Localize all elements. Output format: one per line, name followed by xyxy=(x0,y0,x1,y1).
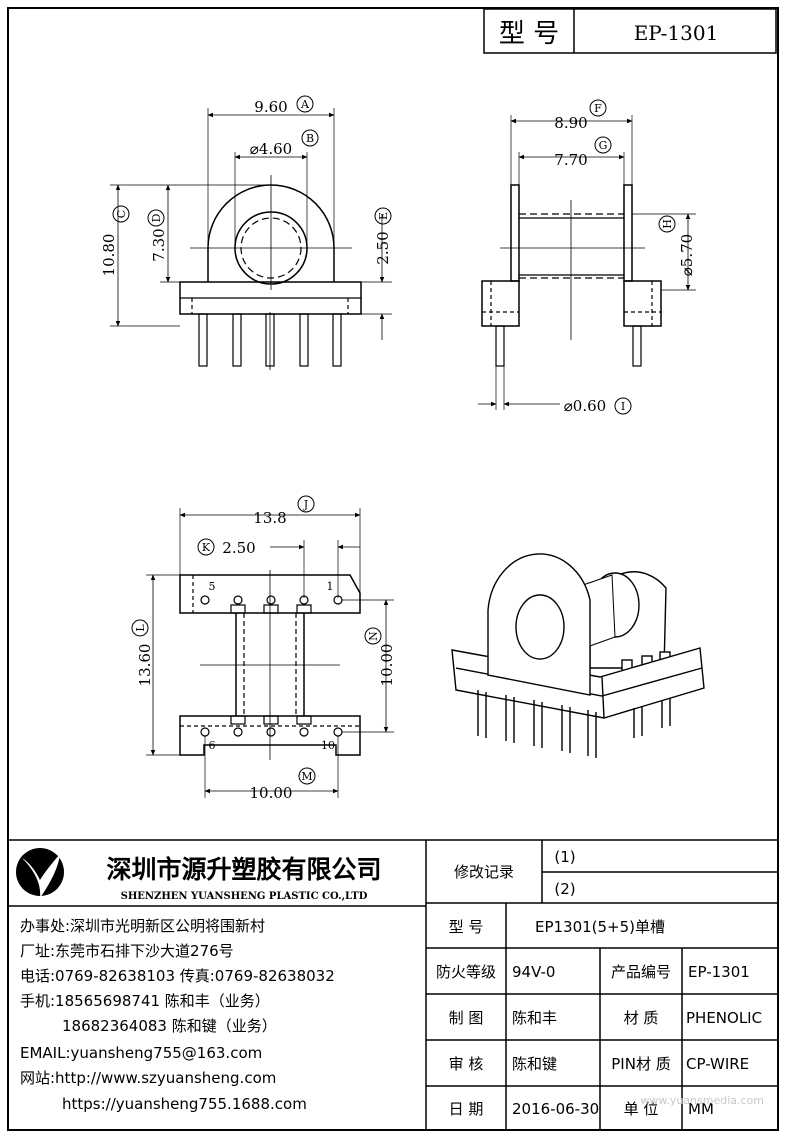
dim-k-label: 2.50 xyxy=(222,539,255,557)
fire-rating-label: 防火等级 xyxy=(436,963,496,981)
pin-label-5: 5 xyxy=(209,580,216,593)
website-2: https://yuansheng755.1688.com xyxy=(62,1095,307,1113)
title-header: 型 号 EP-1301 xyxy=(483,8,777,54)
dim-n-label: 10.00 xyxy=(378,644,396,687)
bottom-view-labels: 13.8 J 2.50 K 13.60 L 10.00 N 10.00 M 5 … xyxy=(134,498,396,802)
dim-h-label: ⌀5.70 xyxy=(678,234,696,276)
dim-e-label: 2.50 xyxy=(374,231,392,264)
pin-material-value: CP-WIRE xyxy=(686,1055,749,1073)
material-label: 材 质 xyxy=(624,1009,659,1027)
side-view xyxy=(478,99,696,415)
dim-a-label: 9.60 xyxy=(254,98,287,116)
spec-table: 修改记录 (1) (2) 型 号 EP1301(5+5)单槽 防火等级 94V-… xyxy=(436,848,762,1118)
marker-h: H xyxy=(661,219,674,229)
company-info: 深圳市源升塑胶有限公司 SHENZHEN YUANSHENG PLASTIC C… xyxy=(20,855,382,1113)
title-block xyxy=(8,839,778,1130)
marker-i: I xyxy=(621,400,625,413)
pin-label-1: 1 xyxy=(327,580,334,593)
front-view xyxy=(110,95,392,370)
marker-b: B xyxy=(306,132,314,145)
drawn-by-label: 制 图 xyxy=(449,1009,484,1027)
dim-b-label: ⌀4.60 xyxy=(250,140,292,158)
material-value: PHENOLIC xyxy=(686,1009,762,1027)
dim-l-label: 13.60 xyxy=(136,644,154,687)
model-value: EP-1301 xyxy=(634,21,719,45)
revision-label: 修改记录 xyxy=(454,863,514,881)
marker-a: A xyxy=(300,98,310,111)
type-label: 型 号 xyxy=(449,918,484,936)
dim-j-label: 13.8 xyxy=(253,509,286,527)
marker-j: J xyxy=(303,498,308,511)
unit-value: MM xyxy=(688,1100,714,1118)
marker-k: K xyxy=(202,541,211,554)
dim-d-label: 7.30 xyxy=(150,228,168,261)
revision-1: (1) xyxy=(554,848,575,866)
marker-g: G xyxy=(599,139,608,152)
mobile-1: 手机:18565698741 陈和丰（业务） xyxy=(20,992,270,1010)
dim-c-label: 10.80 xyxy=(100,234,118,277)
date-label: 日 期 xyxy=(449,1100,484,1118)
dim-g-label: 7.70 xyxy=(554,151,587,169)
bottom-view xyxy=(131,495,394,798)
revision-2: (2) xyxy=(554,880,575,898)
product-no-label: 产品编号 xyxy=(611,963,671,981)
company-name-cn: 深圳市源升塑胶有限公司 xyxy=(106,855,381,884)
reviewed-by-value: 陈和键 xyxy=(512,1055,557,1073)
email: EMAIL:yuansheng755@163.com xyxy=(20,1044,262,1062)
marker-n: N xyxy=(367,631,380,641)
isometric-view xyxy=(451,553,705,758)
marker-f: F xyxy=(594,102,602,115)
pin-label-10: 10 xyxy=(321,739,335,752)
marker-c: C xyxy=(115,210,128,218)
drawn-by-value: 陈和丰 xyxy=(512,1009,557,1027)
side-view-labels: 8.90 F 7.70 G ⌀5.70 H ⌀0.60 I xyxy=(554,102,696,415)
pin-label-6: 6 xyxy=(209,739,216,752)
factory-address: 厂址:东莞市石排下沙大道276号 xyxy=(20,942,234,960)
marker-d: D xyxy=(150,213,163,222)
dim-f-label: 8.90 xyxy=(554,114,587,132)
reviewed-by-label: 审 核 xyxy=(449,1055,484,1073)
website-1: 网站:http://www.szyuansheng.com xyxy=(20,1069,276,1087)
mobile-2: 18682364083 陈和键（业务） xyxy=(62,1017,277,1035)
unit-label: 单 位 xyxy=(624,1100,659,1118)
dim-m-label: 10.00 xyxy=(250,784,293,802)
fire-rating-value: 94V-0 xyxy=(512,963,555,981)
marker-l: L xyxy=(134,624,147,632)
front-view-labels: 9.60 A ⌀4.60 B 10.80 C 7.30 D 2.50 E xyxy=(100,98,392,276)
company-logo xyxy=(16,848,64,898)
type-value: EP1301(5+5)单槽 xyxy=(535,918,665,936)
dim-i-label: ⌀0.60 xyxy=(564,397,606,415)
company-name-en: SHENZHEN YUANSHENG PLASTIC CO.,LTD xyxy=(121,891,368,902)
sheet-border xyxy=(7,7,779,1131)
phone-fax: 电话:0769-82638103 传真:0769-82638032 xyxy=(20,967,335,985)
model-label: 型 号 xyxy=(499,19,559,49)
watermark: www.yuansmedia.com xyxy=(640,1094,764,1107)
pin-material-label: PIN材 质 xyxy=(611,1055,670,1073)
marker-e: E xyxy=(377,212,390,220)
marker-m: M xyxy=(301,770,312,783)
date-value: 2016-06-30 xyxy=(512,1100,599,1118)
product-no-value: EP-1301 xyxy=(688,963,750,981)
office-address: 办事处:深圳市光明新区公明将围新村 xyxy=(20,917,265,935)
